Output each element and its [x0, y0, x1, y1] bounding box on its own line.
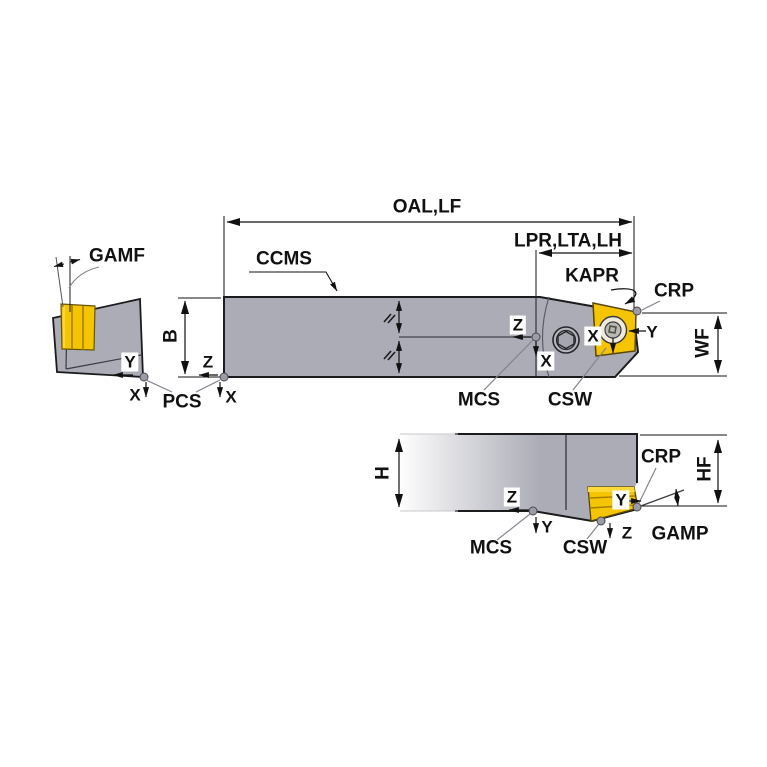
mcs-bottom-leader: [496, 513, 531, 541]
label-dim-b: B: [160, 329, 182, 343]
label-point-csw-top: CSW: [547, 389, 593, 411]
side-view-body-fill: [400, 434, 638, 521]
label-axis-y-mcs-bottom: Y: [541, 517, 553, 537]
gamf-leader: [68, 266, 100, 289]
mcs-point-bottom: [528, 506, 538, 516]
label-axis-z-mcs-top: Z: [509, 315, 527, 335]
equal-marks-upper: [383, 313, 396, 324]
label-point-csw-bottom: CSW: [562, 537, 608, 559]
label-axis-z-shank-corner: Z: [199, 352, 217, 372]
label-point-mcs-bottom: MCS: [469, 537, 513, 559]
label-axis-x-csw-top: X: [584, 326, 602, 346]
crp-point-top: [632, 306, 642, 316]
insert-screw-inner: [604, 321, 622, 339]
kapr-arrow: [610, 288, 637, 305]
label-axis-x-endview: X: [129, 385, 141, 405]
label-axis-y-csw-top: Y: [646, 322, 658, 342]
side-view-faded-edges: [400, 433, 458, 512]
label-point-crp-bottom: CRP: [640, 446, 682, 468]
pcs-leader-right: [195, 379, 221, 393]
pcs-leader-left: [145, 379, 173, 393]
csw-top-leader: [572, 347, 607, 391]
crp-top-leader: [641, 300, 661, 311]
hex-screw-hole-inner: [555, 329, 577, 351]
mcs-point-top: [531, 332, 541, 342]
label-dim-hf: HF: [694, 456, 716, 482]
label-axis-y-endview: Y: [121, 352, 139, 372]
top-view: [145, 216, 727, 398]
gamf-arrow-right: [69, 258, 81, 265]
end-view-insert: [60, 303, 96, 351]
label-axis-z-csw-bottom: Z: [621, 523, 633, 543]
label-axis-x-shank-corner: X: [225, 387, 237, 407]
pcs-point-shank: [219, 372, 229, 382]
insert-screw-drive: [608, 325, 617, 334]
label-dim-oal-lf: OAL,LF: [392, 196, 462, 218]
label-axis-x-mcs-top: X: [537, 351, 555, 371]
gamp-angle-arrow: [674, 488, 680, 507]
side-view: [394, 433, 727, 541]
label-dim-lpr-lta-lh: LPR,LTA,LH: [514, 230, 622, 252]
label-axis-z-mcs-bottom: Z: [503, 487, 521, 507]
label-dim-h: H: [372, 466, 394, 480]
label-leader-ccms: CCMS: [256, 248, 312, 270]
label-angle-gamp: GAMP: [651, 523, 709, 545]
crp-bottom-leader: [638, 467, 657, 504]
pcs-point-endview: [139, 372, 149, 382]
label-point-mcs-top: MCS: [457, 389, 501, 411]
end-view-insert-facets: [71, 305, 84, 350]
csw-bottom-leader: [586, 523, 600, 540]
hex-socket: [557, 330, 575, 350]
end-view: [52, 256, 150, 398]
label-axis-y-csw-bottom: Y: [612, 490, 630, 510]
label-angle-kapr: KAPR: [565, 265, 619, 287]
csw-point-bottom: [596, 516, 606, 526]
label-point-pcs: PCS: [162, 391, 202, 413]
label-point-crp-top: CRP: [653, 280, 695, 302]
label-dim-wf: WF: [692, 328, 714, 358]
gamf-arrow-left: [53, 261, 65, 268]
crp-point-bottom: [632, 502, 642, 512]
ccms-leader: [249, 271, 338, 292]
equal-marks-lower: [383, 350, 396, 361]
label-angle-gamf: GAMF: [89, 245, 145, 267]
mcs-top-leader: [483, 339, 534, 391]
